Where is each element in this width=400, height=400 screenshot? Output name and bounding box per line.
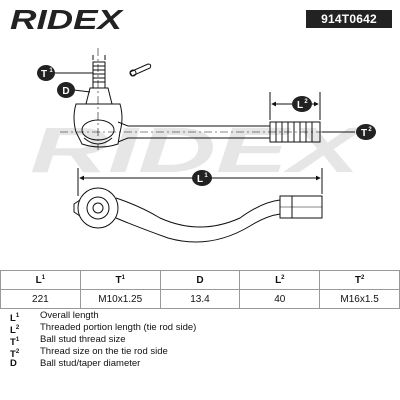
header-d: D <box>159 270 241 290</box>
legend-desc: Ball stud thread size <box>40 334 126 345</box>
legend-key: L2 <box>10 325 20 336</box>
callout-t2-label: T <box>361 128 367 139</box>
header-l1: L1 <box>0 270 81 290</box>
value-l2: 40 <box>239 289 321 309</box>
legend-key: T1 <box>10 337 20 348</box>
legend-key: D <box>10 358 17 369</box>
spec-table-value-row: 221 M10x1.25 13.4 40 M16x1.5 <box>0 289 400 309</box>
header-l2: L2 <box>239 270 321 290</box>
callout-l2: L 2 <box>292 96 312 112</box>
legend-key: L1 <box>10 313 20 324</box>
callout-l1-sup: 1 <box>204 173 208 179</box>
header-t1: T1 <box>79 270 161 290</box>
callout-t1: T 1 <box>37 65 55 81</box>
value-l1: 221 <box>0 289 81 309</box>
logo-text: RIDEX <box>10 4 125 34</box>
part-number-badge: 914T0642 <box>306 10 392 28</box>
callout-l2-sup: 2 <box>304 99 308 105</box>
callout-d-label: D <box>62 86 69 97</box>
callout-l2-label: L <box>297 100 303 111</box>
spec-table-header-row: L1 T1 D L2 T2 <box>0 270 400 290</box>
callout-t1-label: T <box>41 69 47 80</box>
legend-row-d: D Ball stud/taper diameter <box>10 358 390 370</box>
callout-t1-sup: 1 <box>49 68 53 74</box>
spec-table: L1 T1 D L2 T2 221 M10x1.25 13.4 40 M16x1… <box>0 270 400 309</box>
legend-desc: Ball stud/taper diameter <box>40 358 141 369</box>
callout-l1: L 1 <box>192 170 212 186</box>
callout-l1-label: L <box>197 174 203 185</box>
tie-rod-end-top-view <box>73 187 323 243</box>
value-t1: M10x1.25 <box>79 289 161 309</box>
technical-drawing: RIDEX <box>30 48 376 243</box>
callout-t2-sup: 2 <box>368 127 372 133</box>
legend-desc: Overall length <box>40 310 99 321</box>
value-d: 13.4 <box>159 289 241 309</box>
callout-d: D <box>57 82 75 98</box>
legend-row-l2: L2 Threaded portion length (tie rod side… <box>10 322 390 336</box>
legend: L1 Overall length L2 Threaded portion le… <box>10 310 390 370</box>
ridex-logo: RIDEX <box>10 4 125 34</box>
legend-row-t1: T1 Ball stud thread size <box>10 334 390 348</box>
d-leader <box>73 89 91 93</box>
legend-row-t2: T2 Thread size on the tie rod side <box>10 346 390 360</box>
legend-desc: Threaded portion length (tie rod side) <box>40 322 197 333</box>
legend-row-l1: L1 Overall length <box>10 310 390 324</box>
cotter-pin <box>129 63 152 77</box>
value-t2: M16x1.5 <box>319 289 400 309</box>
callout-t2: T 2 <box>356 124 376 140</box>
legend-key: T2 <box>10 349 20 360</box>
tie-rod-end-side-view <box>60 48 345 150</box>
legend-desc: Thread size on the tie rod side <box>40 346 168 357</box>
header-t2: T2 <box>319 270 400 290</box>
